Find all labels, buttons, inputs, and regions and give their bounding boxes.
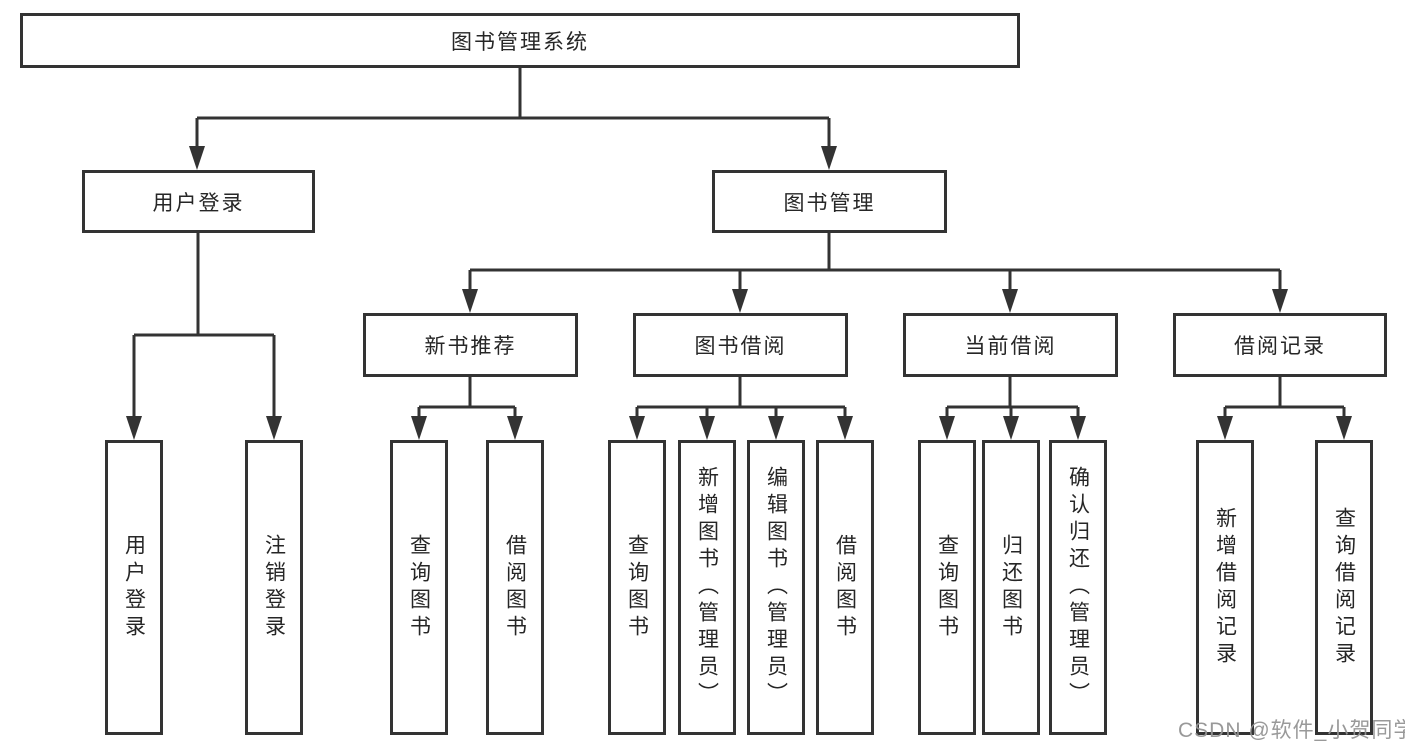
arrowhead-icon (939, 416, 955, 440)
node-label: 确认归还（管理员） (1066, 466, 1090, 709)
node-label: 图书管理 (783, 191, 876, 215)
connector-currentborrow-to-children (945, 377, 1080, 418)
node-label: 当前借阅 (964, 335, 1057, 358)
arrowhead-icon (768, 416, 784, 440)
node-new-book-rec: 新书推荐 (363, 313, 578, 377)
node-current-borrow: 当前借阅 (903, 313, 1118, 377)
node-user-login-group: 用户登录 (82, 170, 315, 233)
node-label: 用户登录 (122, 533, 146, 642)
node-label: 图书借阅 (694, 335, 787, 358)
csdn-watermark: CSDN @软件_小贺同学 (1178, 719, 1405, 742)
node-rec-query-books: 查询图书 (390, 440, 448, 735)
connector-bookmgmt-to-level3 (468, 233, 1282, 291)
node-label: 借阅图书 (833, 533, 857, 642)
arrowhead-icon (1002, 289, 1018, 313)
arrowhead-icon (266, 416, 282, 440)
connector-newbookrec-to-children (417, 377, 517, 418)
node-book-mgmt: 图书管理 (712, 170, 947, 233)
node-user-login: 用户登录 (105, 440, 163, 735)
node-label: 新增图书（管理员） (695, 466, 719, 709)
connector-paths (132, 67, 1346, 418)
node-label: 查询借阅记录 (1332, 506, 1356, 669)
arrowhead-icon (1217, 416, 1233, 440)
arrowhead-icon (629, 416, 645, 440)
node-cb-confirm-return: 确认归还（管理员） (1049, 440, 1107, 735)
node-rec-borrow-books: 借阅图书 (486, 440, 544, 735)
node-label: 编辑图书（管理员） (764, 466, 788, 709)
node-label: 新书推荐 (424, 335, 517, 358)
node-bb-add-books: 新增图书（管理员） (678, 440, 736, 735)
node-logout: 注销登录 (245, 440, 303, 735)
node-root: 图书管理系统 (20, 13, 1020, 68)
node-borrow-records: 借阅记录 (1173, 313, 1387, 377)
connector-bookborrow-to-children (635, 377, 847, 418)
arrowhead-icon (1070, 416, 1086, 440)
node-bb-borrow-books: 借阅图书 (816, 440, 874, 735)
arrowhead-icon (699, 416, 715, 440)
connector-userlogin-to-children (132, 233, 276, 418)
arrowhead-icon (837, 416, 853, 440)
node-label: 查询图书 (407, 533, 431, 642)
connector-borrowrecords-to-children (1223, 377, 1346, 418)
arrowhead-icon (732, 289, 748, 313)
arrowheads (126, 146, 1352, 440)
node-cb-query-books: 查询图书 (918, 440, 976, 735)
arrowhead-icon (411, 416, 427, 440)
node-bb-query-books: 查询图书 (608, 440, 666, 735)
arrowhead-icon (1336, 416, 1352, 440)
arrowhead-icon (1272, 289, 1288, 313)
node-label: 查询图书 (625, 533, 649, 642)
node-label: 注销登录 (262, 533, 286, 642)
node-book-borrow: 图书借阅 (633, 313, 848, 377)
connector-root-to-level2 (195, 67, 831, 150)
node-label: 用户登录 (152, 191, 245, 215)
node-label: 图书管理系统 (451, 30, 589, 54)
node-br-query-record: 查询借阅记录 (1315, 440, 1373, 735)
node-br-add-record: 新增借阅记录 (1196, 440, 1254, 735)
node-label: 借阅图书 (503, 533, 527, 642)
arrowhead-icon (821, 146, 837, 170)
node-label: 查询图书 (935, 533, 959, 642)
arrowhead-icon (189, 146, 205, 170)
node-label: 借阅记录 (1234, 335, 1326, 358)
node-label: 归还图书 (999, 533, 1023, 642)
node-label: 新增借阅记录 (1213, 506, 1237, 669)
arrowhead-icon (1003, 416, 1019, 440)
arrowhead-icon (462, 289, 478, 313)
arrowhead-icon (126, 416, 142, 440)
node-bb-edit-books: 编辑图书（管理员） (747, 440, 805, 735)
arrowhead-icon (507, 416, 523, 440)
node-cb-return-books: 归还图书 (982, 440, 1040, 735)
